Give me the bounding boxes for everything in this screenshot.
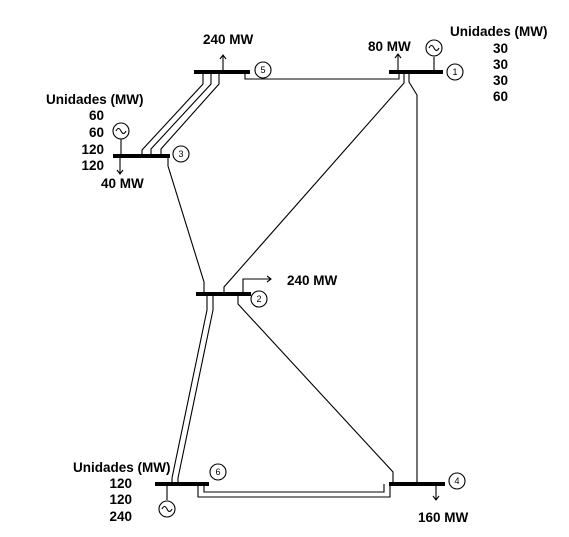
svg-text:3: 3 — [178, 149, 183, 159]
gen-bus1-unit: 60 — [493, 89, 508, 104]
svg-text:6: 6 — [215, 467, 220, 477]
load-bus2-label: 240 MW — [287, 273, 338, 288]
bus-labels: 1 2 3 4 5 6 — [172, 61, 466, 490]
gen-bus1-unit: 30 — [493, 57, 508, 72]
line-5-1 — [244, 72, 400, 80]
gen-bus6-unit: 240 — [109, 509, 132, 524]
ac-source-icon — [425, 39, 443, 72]
line-2-6-a — [171, 294, 208, 484]
line-3-5-a — [141, 72, 204, 156]
bus-3-label: 3 — [172, 145, 190, 163]
gen-bus1-unit: 30 — [493, 41, 508, 56]
line-3-5-b — [150, 72, 212, 156]
bus-1-label: 1 — [446, 63, 464, 81]
bus-bars — [113, 70, 445, 486]
arrow-icon — [116, 156, 124, 175]
line-6-4-b — [203, 484, 385, 493]
line-1-2 — [223, 72, 405, 294]
bus-5-label: 5 — [254, 61, 272, 79]
gen-bus3-unit: 120 — [81, 142, 104, 157]
gen-bus3-unit: 120 — [81, 158, 104, 173]
line-6-4-a — [197, 484, 391, 498]
svg-text:1: 1 — [452, 67, 457, 77]
arrow-icon — [242, 275, 272, 294]
generators — [112, 39, 443, 518]
bus-6-label: 6 — [209, 463, 227, 481]
load-bus1-label: 80 MW — [368, 39, 411, 54]
load-bus3-label: 40 MW — [101, 176, 144, 191]
gen-bus1-title: Unidades (MW) — [450, 24, 548, 39]
load-labels: 80 MW 240 MW 40 MW 240 MW 160 MW — [101, 32, 469, 525]
svg-text:5: 5 — [260, 65, 265, 75]
arrow-icon — [394, 53, 402, 72]
arrow-icon — [432, 484, 440, 501]
gen-bus3-unit: 60 — [89, 125, 104, 140]
gen-bus3-unit: 60 — [89, 108, 104, 123]
transmission-lines — [141, 72, 418, 498]
generator-units-bus6: Unidades (MW) 120 120 240 — [73, 460, 171, 524]
load-bus4-label: 160 MW — [418, 510, 469, 525]
svg-text:2: 2 — [256, 294, 261, 304]
generator-units-bus1: Unidades (MW) 30 30 30 60 — [450, 24, 548, 104]
bus-2-label: 2 — [250, 290, 268, 308]
gen-bus1-unit: 30 — [493, 73, 508, 88]
gen-bus6-title: Unidades (MW) — [73, 460, 171, 475]
arrow-icon — [219, 54, 227, 72]
gen-bus6-unit: 120 — [109, 492, 132, 507]
ac-source-icon — [112, 122, 130, 156]
bus-4-label: 4 — [448, 472, 466, 490]
gen-bus3-title: Unidades (MW) — [46, 92, 144, 107]
line-2-4 — [237, 294, 394, 484]
load-bus5-label: 240 MW — [203, 32, 254, 47]
ac-source-icon — [158, 484, 176, 518]
generator-units-bus3: Unidades (MW) 60 60 120 120 — [46, 92, 144, 173]
line-3-5-c — [160, 72, 220, 156]
load-arrows — [116, 53, 440, 501]
line-1-4 — [408, 72, 418, 484]
line-3-2 — [167, 156, 205, 294]
svg-text:4: 4 — [454, 476, 459, 486]
gen-bus6-unit: 120 — [109, 476, 132, 491]
line-2-6-b — [177, 294, 214, 484]
